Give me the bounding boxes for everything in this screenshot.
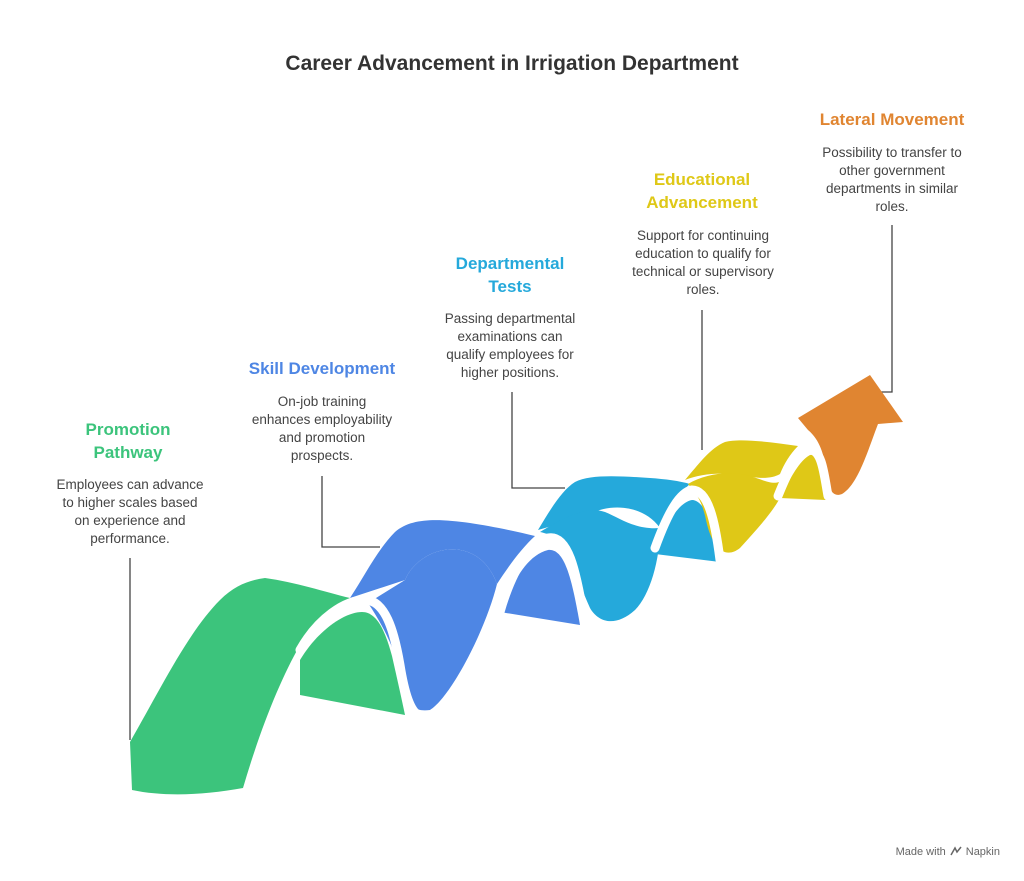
ramp-skill-development	[350, 520, 580, 711]
stage-title-promotion-pathway: Promotion Pathway	[85, 420, 171, 462]
arrow-lateral-movement	[798, 375, 903, 495]
stage-title-departmental-tests: Departmental Tests	[455, 254, 565, 296]
diagram-title: Career Advancement in Irrigation Departm…	[285, 52, 739, 75]
footer-label: Made with	[895, 846, 946, 858]
ramp-departmental-tests	[538, 476, 720, 622]
connector-tests	[511, 392, 565, 489]
ramp-promotion-pathway	[130, 578, 405, 795]
footer-credit: Made with Napkin	[896, 846, 1000, 858]
connector-lateral	[878, 225, 893, 393]
stage-desc-lateral-movement: Possibility to transfer to other governm…	[822, 145, 962, 214]
stage-desc-promotion-pathway: Employees can advance to higher scales b…	[56, 477, 204, 546]
stage-title-educational-advancement: Educational Advancement	[646, 170, 758, 212]
stage-title-lateral-movement: Lateral Movement	[819, 110, 965, 129]
stage-title-skill-development: Skill Development	[248, 359, 396, 378]
connector-skill	[321, 476, 380, 548]
stage-desc-skill-development: On-job training enhances employability a…	[251, 394, 393, 463]
footer-brand: Napkin	[965, 846, 1000, 858]
stage-desc-departmental-tests: Passing departmental examinations can qu…	[444, 311, 576, 380]
napkin-logo-icon	[950, 846, 962, 856]
stage-desc-educational-advancement: Support for continuing education to qual…	[632, 228, 774, 297]
